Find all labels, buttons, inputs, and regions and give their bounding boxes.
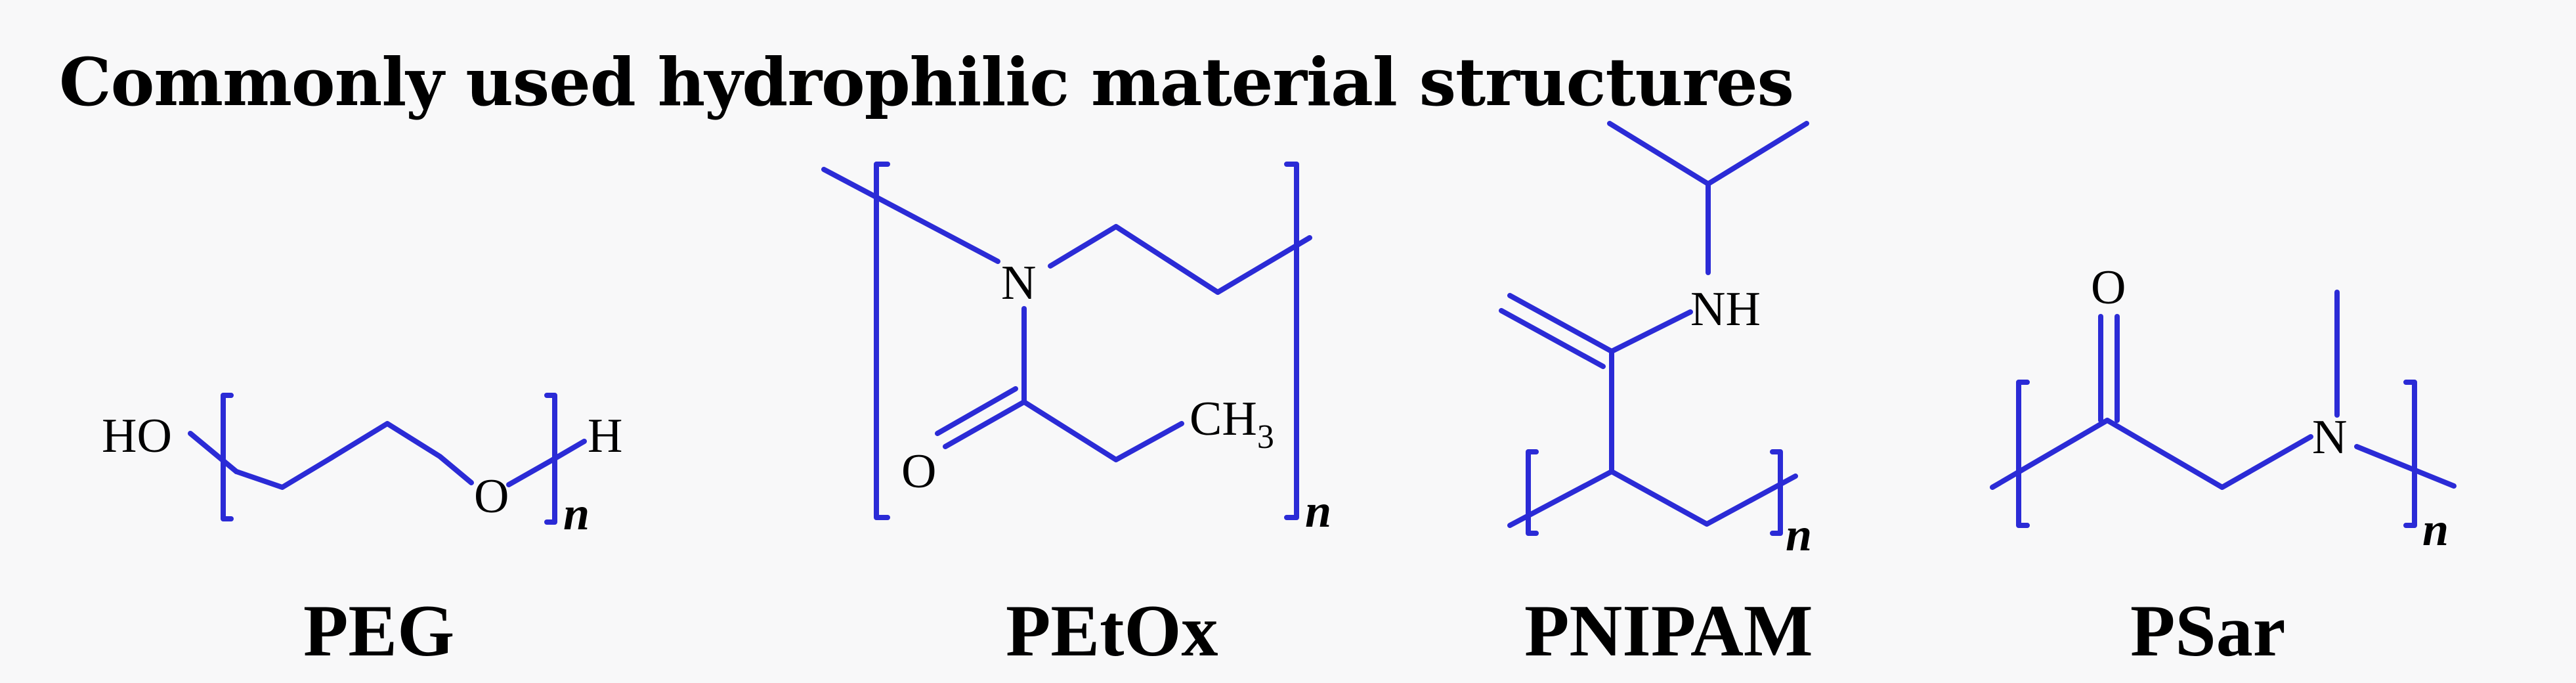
petox-backbone — [1048, 224, 1312, 295]
peg-bond — [188, 431, 239, 474]
petox-n-subscript: n — [1305, 485, 1331, 537]
peg-ho-label: HO — [102, 409, 172, 463]
psar-o-label: O — [2091, 261, 2126, 315]
petox-structure: N O CH3 n PEtOx — [821, 162, 1331, 672]
figure-title: Commonly used hydrophilic material struc… — [59, 43, 1794, 121]
pnipam-isopropyl — [1607, 121, 1809, 187]
pnipam-backbone — [1507, 469, 1798, 528]
pnipam-left-bracket — [1526, 449, 1539, 536]
pnipam-bond — [1609, 309, 1693, 354]
peg-structure: HO O H n PEG — [102, 393, 622, 672]
petox-name: PEtOx — [1006, 590, 1218, 672]
petox-carbonyl — [935, 386, 1018, 436]
psar-n-subscript: n — [2422, 503, 2449, 556]
pnipam-right-bracket — [1770, 449, 1783, 536]
petox-left-bracket — [874, 162, 890, 520]
pnipam-name: PNIPAM — [1524, 590, 1813, 672]
petox-ethyl — [1021, 399, 1184, 462]
pnipam-double-bond — [1499, 308, 1606, 369]
psar-right-bracket — [2403, 380, 2417, 528]
petox-o-label: O — [901, 445, 936, 498]
petox-bond — [821, 167, 1000, 264]
psar-left-bracket — [2016, 380, 2030, 528]
petox-right-bracket — [1284, 162, 1299, 520]
peg-left-bracket — [221, 393, 234, 521]
pnipam-double-bond — [1507, 293, 1614, 354]
psar-bond — [2354, 444, 2457, 489]
peg-o-label: O — [474, 470, 509, 523]
petox-carbonyl — [943, 399, 1027, 449]
psar-name: PSar — [2130, 590, 2285, 672]
petox-ch3-label: CH3 — [1190, 392, 1274, 456]
psar-structure: O N n PSar — [1990, 261, 2457, 672]
peg-bond — [506, 457, 555, 487]
psar-backbone — [1990, 418, 2313, 490]
peg-chain — [234, 421, 474, 490]
petox-n-label: N — [1001, 256, 1036, 310]
pnipam-structure: NH n PNIPAM — [1499, 121, 1813, 672]
peg-n-subscript: n — [563, 487, 590, 540]
pnipam-n-subscript: n — [1786, 508, 1812, 561]
pnipam-nh-label: NH — [1690, 282, 1761, 336]
peg-name: PEG — [303, 590, 454, 672]
peg-h-label: H — [588, 409, 622, 463]
psar-n-label: N — [2312, 410, 2347, 464]
peg-bond — [550, 439, 587, 462]
